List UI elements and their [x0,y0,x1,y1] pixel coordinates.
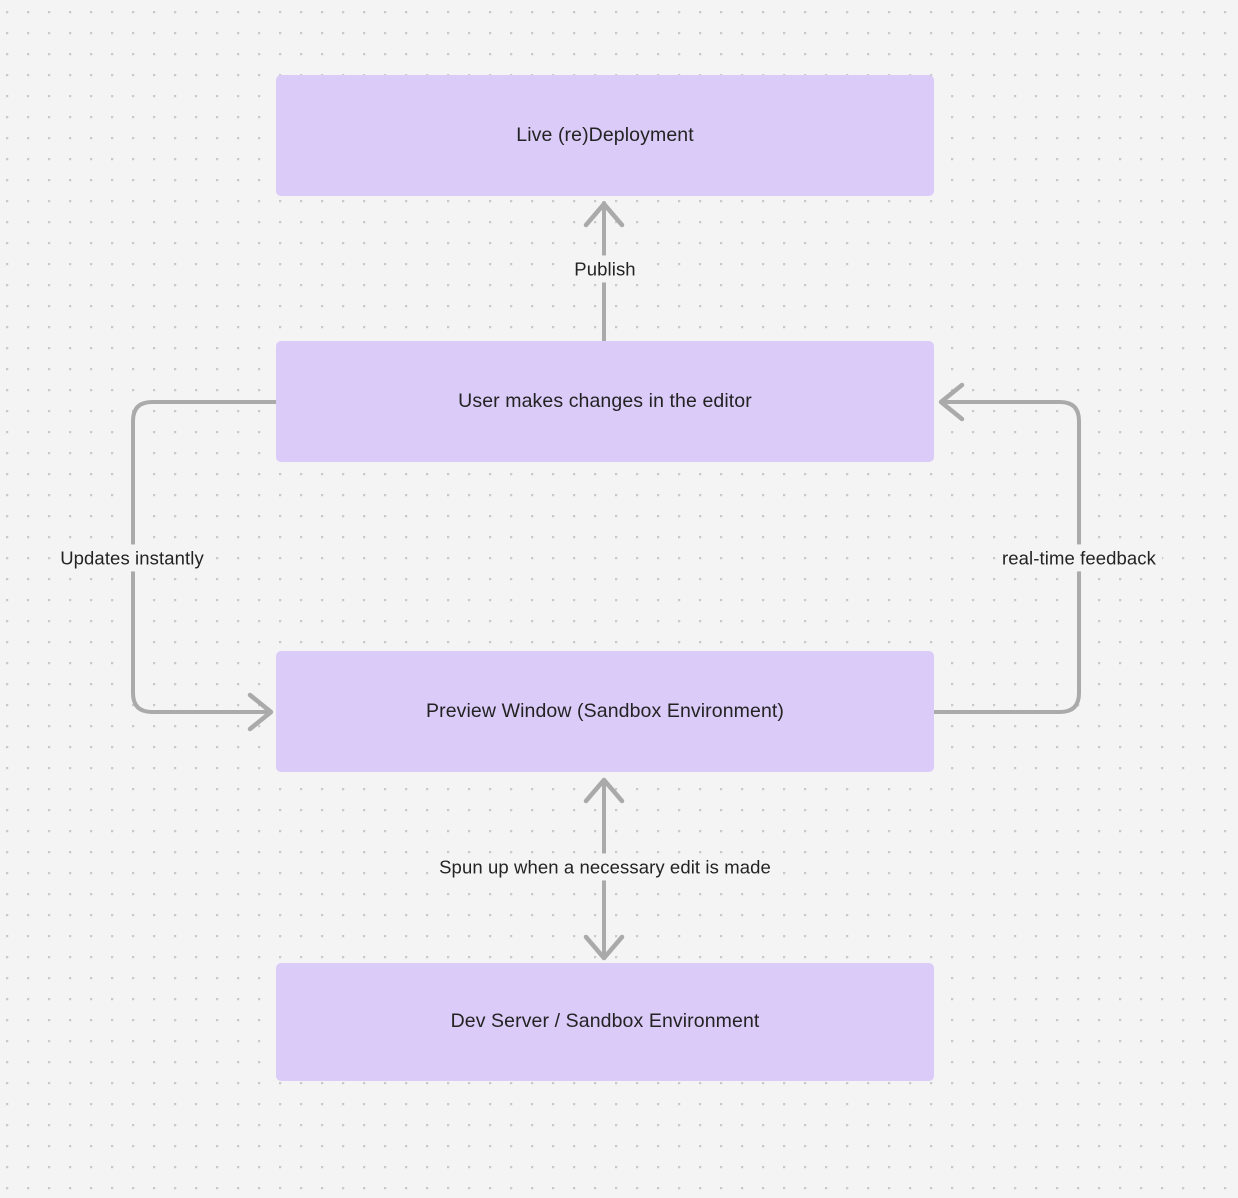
node-label: Preview Window (Sandbox Environment) [426,699,784,722]
node-label: Dev Server / Sandbox Environment [450,1010,760,1033]
node-dev-server[interactable]: Dev Server / Sandbox Environment [276,963,934,1081]
node-live-redeployment[interactable]: Live (re)Deployment [276,75,934,196]
node-label: Live (re)Deployment [516,123,694,146]
edge-label-updates-instantly: Updates instantly [54,544,210,572]
node-label: User makes changes in the editor [458,389,752,412]
node-user-makes-changes[interactable]: User makes changes in the editor [276,341,934,462]
node-preview-window[interactable]: Preview Window (Sandbox Environment) [276,651,934,772]
edge-label-publish: Publish [568,255,642,283]
edge-label-real-time-feedback: real-time feedback [996,544,1162,572]
edge-label-spun-up: Spun up when a necessary edit is made [433,853,777,881]
